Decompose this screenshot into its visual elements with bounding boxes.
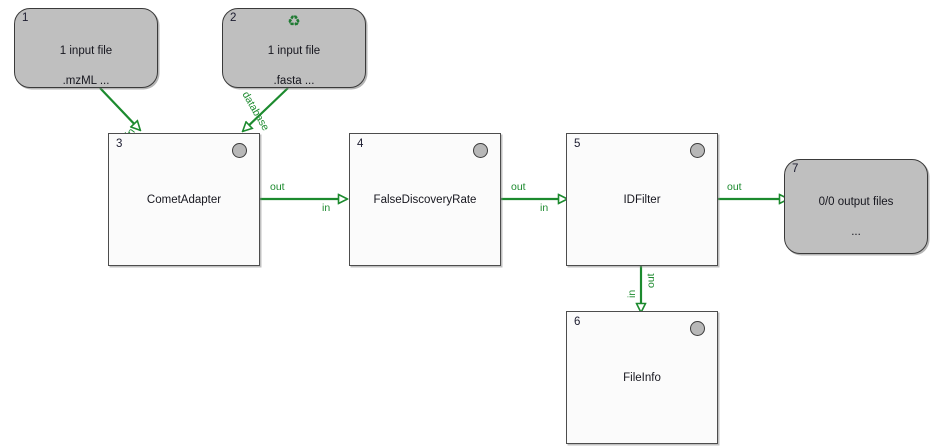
port-label-idfilter-out: out [727,181,742,193]
node-output-files-ellipsis: ... [851,226,861,238]
port-label-idfilter-in: in [540,202,549,214]
port-label-fileinfo-in: in [626,289,638,298]
node-input-fasta-extension: .fasta ... [273,75,315,87]
node-output-files-count: 0/0 output files [818,196,894,208]
node-input-fasta[interactable]: 2 ♻ 1 input file .fasta ... [222,8,366,88]
node-input-fasta-filecount: 1 input file [267,45,321,57]
node-file-info-label: FileInfo [623,371,661,384]
status-indicator-icon [690,321,705,336]
status-indicator-icon [232,143,247,158]
node-input-mzml-extension: .mzML ... [62,75,110,87]
node-file-info[interactable]: 6 FileInfo [566,311,718,444]
node-index: 3 [116,138,123,150]
node-input-mzml[interactable]: 1 1 input file .mzML ... [14,8,158,88]
edge-mzml-to-comet [99,87,140,130]
port-label-fdr-out: out [511,181,526,193]
node-output-files[interactable]: 7 0/0 output files ... [784,159,928,254]
status-indicator-icon [690,143,705,158]
port-label-comet-out: out [270,181,285,193]
recycle-icon: ♻ [287,13,301,30]
port-label-fdr-in: in [322,202,331,214]
node-input-mzml-filecount: 1 input file [59,45,113,57]
node-index: 6 [574,316,581,328]
node-comet-adapter-label: CometAdapter [146,193,222,206]
node-false-discovery-rate-label: FalseDiscoveryRate [373,193,477,206]
node-false-discovery-rate[interactable]: 4 FalseDiscoveryRate [349,133,501,266]
port-label-fasta-database: database [239,89,272,133]
node-id-filter[interactable]: 5 IDFilter [566,133,718,266]
node-index: 5 [574,138,581,150]
status-indicator-icon [473,143,488,158]
node-index: 4 [357,138,364,150]
node-id-filter-label: IDFilter [623,193,661,206]
node-index: 7 [792,163,799,175]
node-index: 1 [22,12,29,24]
port-label-idfilter-out-down: out [645,273,657,288]
node-index: 2 [230,12,237,24]
node-comet-adapter[interactable]: 3 CometAdapter [108,133,260,266]
